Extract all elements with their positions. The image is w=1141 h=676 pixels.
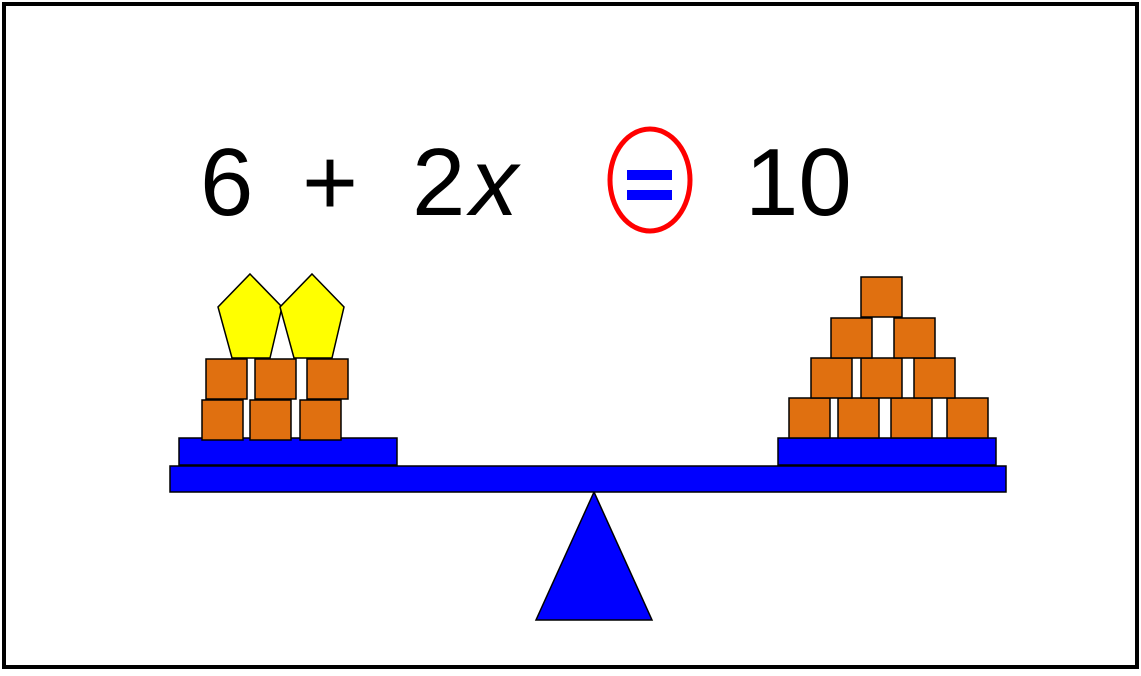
cube <box>947 398 988 438</box>
cube <box>894 318 935 358</box>
cube <box>861 358 902 398</box>
cube <box>250 400 291 440</box>
cube <box>838 398 879 438</box>
cube <box>202 400 243 440</box>
equation-constant: 6 <box>200 129 253 236</box>
cube <box>789 398 830 438</box>
right-pan <box>778 438 996 465</box>
left-pan <box>179 438 397 465</box>
cube <box>861 277 902 317</box>
cube <box>206 359 247 399</box>
cube <box>811 358 852 398</box>
equation-variable: x <box>466 129 521 236</box>
cube <box>300 400 341 440</box>
cube <box>891 398 932 438</box>
equation-plus: + <box>302 129 358 236</box>
cube <box>831 318 872 358</box>
beam <box>170 466 1006 492</box>
equation-result: 10 <box>745 129 852 236</box>
cube <box>914 358 955 398</box>
equation-coefficient: 2 <box>412 129 465 236</box>
cube <box>255 359 296 399</box>
cube <box>307 359 348 399</box>
